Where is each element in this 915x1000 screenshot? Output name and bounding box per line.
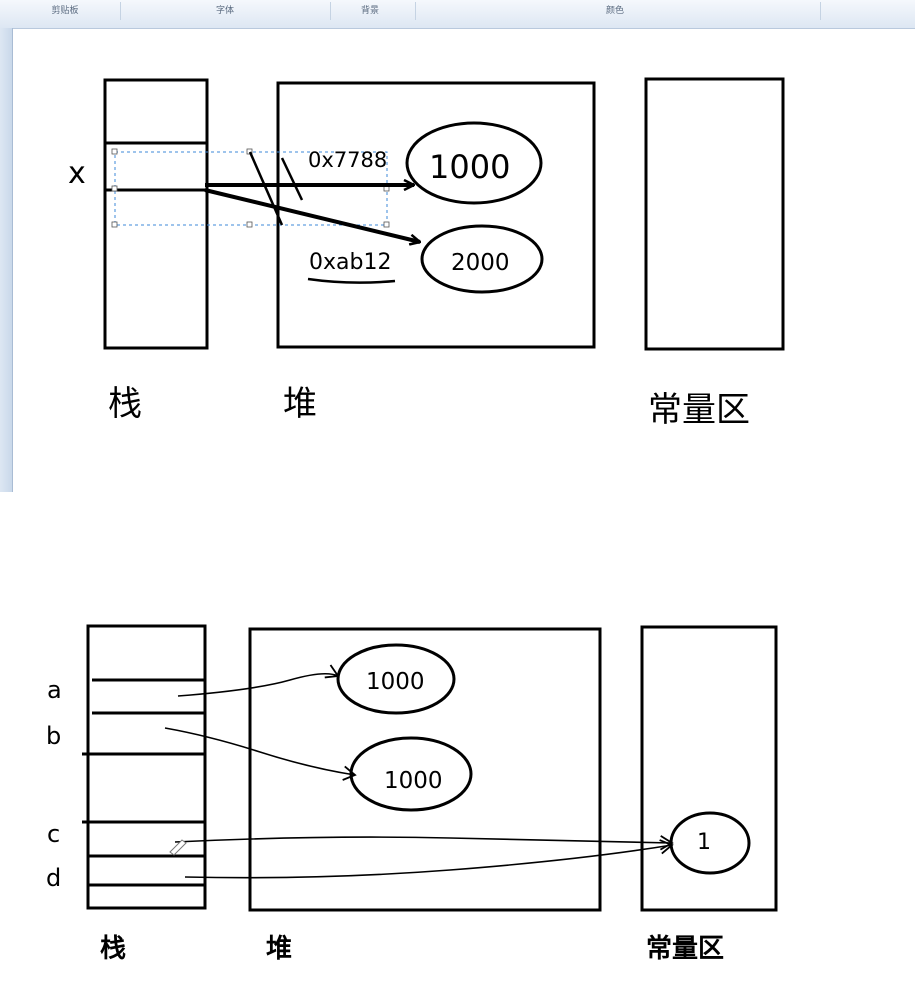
arrow-d <box>184 839 674 879</box>
selection-handle <box>383 221 390 228</box>
heap-value-1000: 1000 <box>429 148 511 186</box>
variable-label-c: c <box>47 820 61 848</box>
region-label-heap-1: 堆 <box>283 384 317 424</box>
variable-label-b: b <box>46 722 62 750</box>
constant-box-1 <box>644 77 785 351</box>
heap-box-1 <box>276 81 596 349</box>
constant-value-1: 1 <box>697 830 711 855</box>
ribbon-group-clipboard[interactable]: 剪贴板 <box>51 6 79 16</box>
heap-box-2 <box>248 627 602 912</box>
strike-mark <box>280 157 304 201</box>
selection-handle <box>111 148 118 155</box>
stack-box-1 <box>103 78 209 350</box>
ribbon-separator <box>820 2 821 20</box>
ribbon-separator <box>120 2 121 20</box>
constant-box-2 <box>640 625 778 912</box>
region-label-constant-1: 常量区 <box>648 390 750 430</box>
address-underline <box>307 277 396 284</box>
heap-value-b: 1000 <box>384 768 443 794</box>
address-label-1: 0x7788 <box>308 148 388 172</box>
arrow-b <box>164 727 357 781</box>
ribbon-group-font[interactable]: 字体 <box>215 6 234 16</box>
ribbon-group-background[interactable]: 背景 <box>360 6 379 16</box>
stack-box-2 <box>86 624 207 910</box>
variable-label-a: a <box>47 676 62 704</box>
region-label-heap-2: 堆 <box>266 934 293 964</box>
selection-handle <box>246 148 253 155</box>
variable-label-d: d <box>46 864 62 892</box>
strike-mark <box>248 151 284 226</box>
arrow-c <box>174 835 674 851</box>
heap-value-2000: 2000 <box>451 250 510 276</box>
ribbon-separator <box>415 2 416 20</box>
heap-object-1000 <box>405 121 543 205</box>
heap-object-2000 <box>420 224 544 294</box>
region-label-constant-2: 常量区 <box>646 934 725 964</box>
region-label-stack-2: 栈 <box>100 934 127 964</box>
diagram-1 <box>103 77 785 351</box>
pencil-mark <box>169 839 187 856</box>
region-label-stack-1: 栈 <box>108 384 142 424</box>
address-label-2: 0xab12 <box>309 250 392 275</box>
diagram-2 <box>82 624 778 912</box>
selection-handle <box>111 221 118 228</box>
ribbon-group-color[interactable]: 颜色 <box>605 6 624 16</box>
ribbon-separator <box>330 2 331 20</box>
variable-label-x: x <box>68 156 86 191</box>
heap-object-a <box>336 643 456 715</box>
heap-value-a: 1000 <box>366 669 425 695</box>
selection-handle <box>111 185 118 192</box>
arrow-to-2000 <box>204 188 420 242</box>
selection-handle <box>246 221 253 228</box>
arrow-a <box>177 664 340 697</box>
paint-ribbon: 剪贴板 字体 背景 颜色 <box>0 0 915 29</box>
canvas-left-border <box>0 28 13 492</box>
